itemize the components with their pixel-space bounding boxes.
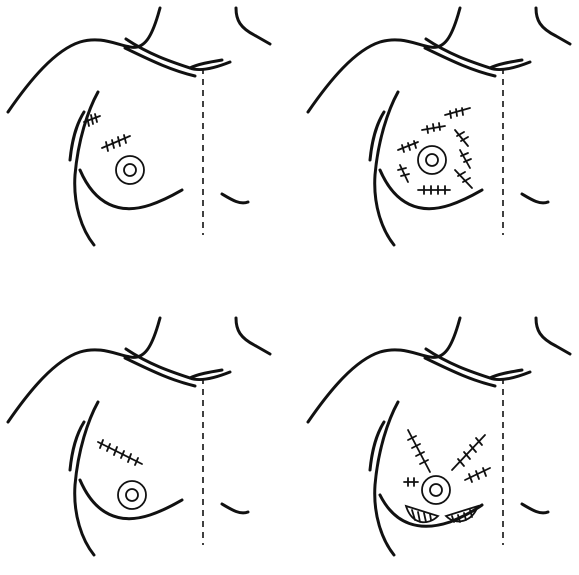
torso-drawing <box>300 310 579 575</box>
torso-drawing <box>0 310 280 575</box>
oblique-lateral-incision <box>98 440 142 465</box>
periareolar-radial-incisions <box>398 108 472 194</box>
torso-outline <box>308 318 570 555</box>
torso-drawing <box>300 0 579 265</box>
panel-bottom-left <box>0 310 280 575</box>
radial-incisions <box>404 430 490 486</box>
nipple-areola <box>118 481 146 509</box>
nipple-areola <box>116 156 144 184</box>
torso-outline <box>8 8 270 245</box>
panel-top-left <box>0 0 280 265</box>
upper-outer-incision <box>102 135 130 151</box>
panel-bottom-right <box>300 310 579 575</box>
torso-drawing <box>0 0 280 265</box>
nipple-areola <box>422 476 450 504</box>
nipple-areola <box>418 146 446 174</box>
panel-top-right <box>300 0 579 265</box>
torso-outline <box>8 318 270 555</box>
